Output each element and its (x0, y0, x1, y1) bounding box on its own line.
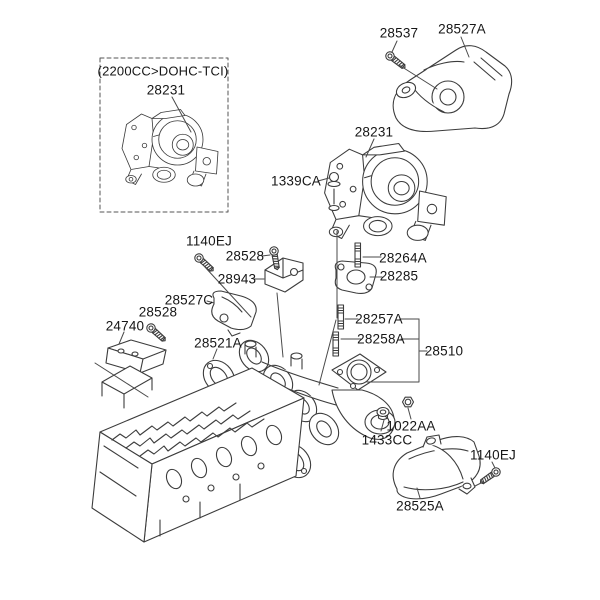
part-label-28527a: 28527A (438, 21, 486, 37)
heat-shield-lower-28525a-drawing (392, 434, 481, 500)
turbocharger-drawing (324, 142, 447, 241)
part-label-28258a: 28258A (357, 331, 405, 347)
nut-1022aa-drawing (401, 396, 415, 408)
inset-variant-label: (2200CC>DOHC-TCI) (97, 63, 229, 79)
bolt-28528-lower-drawing (144, 321, 169, 345)
part-label-28257a: 28257A (355, 311, 403, 327)
part-label-1140ej-left: 1140EJ (186, 233, 232, 249)
stud-28258a-drawing (332, 331, 340, 357)
engine-head-drawing (91, 365, 305, 543)
part-label-28525a: 28525A (396, 498, 444, 514)
turbocharger-inset-drawing (121, 109, 219, 187)
part-label-24740: 24740 (105, 318, 145, 334)
part-label-28528-lower: 28528 (138, 304, 178, 320)
part-label-28537: 28537 (379, 25, 419, 41)
part-label-28943: 28943 (217, 271, 257, 287)
washer-1433cc-drawing (376, 406, 390, 421)
inset-box (99, 57, 229, 213)
bracket-24740-drawing (105, 339, 167, 374)
nut-1339ca-drawing (327, 171, 341, 212)
bolt-1140ej-left-drawing (192, 251, 217, 275)
bolt-1140ej-right-drawing (477, 465, 503, 487)
part-label-28264a: 28264A (379, 250, 427, 266)
part-label-28527c: 28527C (164, 292, 214, 308)
part-label-1022aa: 1022AA (386, 418, 436, 434)
part-label-28285: 28285 (379, 268, 419, 284)
part-label-28510: 28510 (424, 343, 464, 359)
bracket-28943-drawing (264, 257, 304, 293)
part-label-28231-inset: 28231 (146, 82, 186, 98)
part-label-28521a: 28521A (194, 335, 242, 351)
leader-lines (94, 36, 496, 499)
stud-28257a-drawing (337, 304, 345, 330)
part-label-1339ca: 1339CA (271, 173, 321, 189)
heat-shield-upper-drawing (392, 45, 513, 133)
part-label-28231: 28231 (354, 124, 394, 140)
stud-28264a-drawing (354, 242, 362, 268)
heat-protector-28527c-drawing (211, 290, 257, 337)
part-label-1140ej-right: 1140EJ (470, 447, 516, 463)
part-label-1433cc: 1433CC (361, 432, 413, 448)
part-label-28528-upper: 28528 (225, 248, 265, 264)
